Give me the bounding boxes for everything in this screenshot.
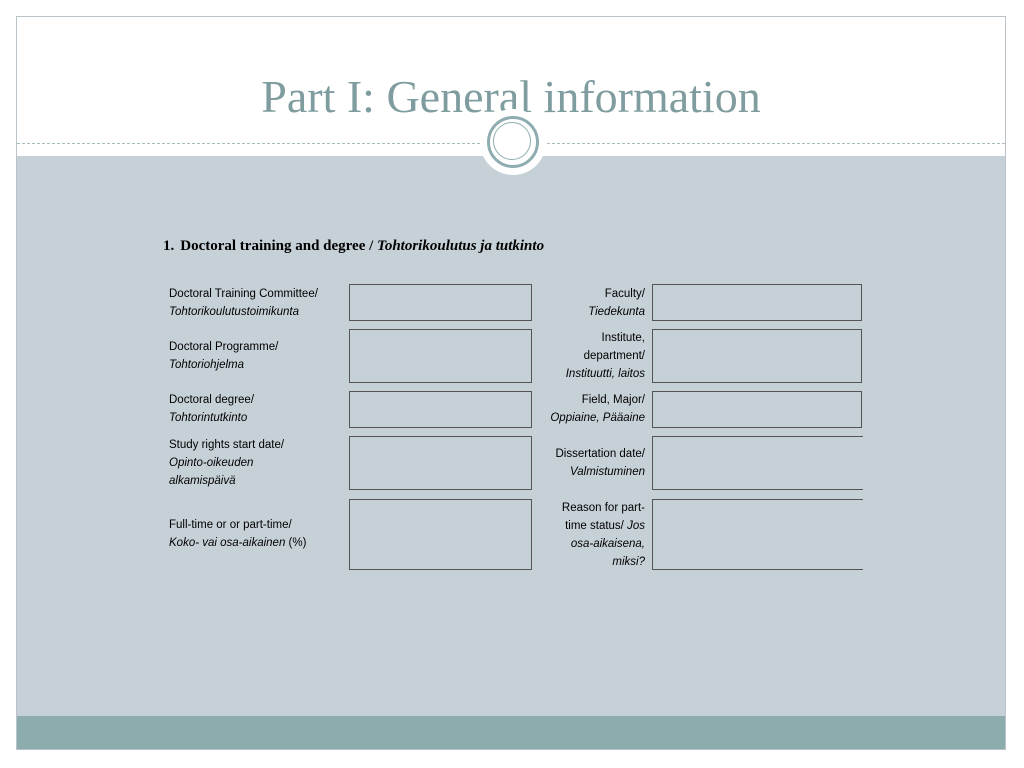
section-heading: 1. Doctoral training and degree / Tohtori… — [163, 238, 723, 255]
committee-field[interactable] — [349, 284, 532, 321]
dissertation-label: Dissertation date/ Valmistuminen — [555, 448, 646, 478]
study-rights-label: Study rights start date/ Opinto-oikeuden… — [169, 439, 285, 487]
committee-label: Doctoral Training Committee/ Tohtorikoul… — [169, 288, 318, 318]
faculty-field[interactable] — [652, 284, 862, 321]
field-major-field[interactable] — [652, 391, 862, 428]
institute-field[interactable] — [652, 329, 862, 383]
field-major-label: Field, Major/ Oppiaine, Pääaine — [550, 394, 645, 424]
study-rights-field[interactable] — [349, 436, 532, 490]
section-title-en: Doctoral training and degree — [180, 238, 366, 254]
dissertation-field[interactable] — [652, 436, 863, 490]
degree-label: Doctoral degree/ Tohtorintutkinto — [169, 394, 255, 424]
footer-band — [17, 716, 1005, 749]
slide: Part I: General information — [16, 16, 1006, 750]
institute-label: Institute, department/ Instituutti, lait… — [565, 332, 645, 380]
reason-label: Reason for part- time status/ Jos osa-ai… — [561, 502, 645, 568]
fulltime-label: Full-time or or part-time/ Koko- vai osa… — [169, 519, 307, 549]
programme-field[interactable] — [349, 329, 532, 383]
fulltime-field[interactable] — [349, 499, 532, 570]
section-title-fi: Tohtorikoulutus ja tutkinto — [377, 238, 545, 254]
faculty-label: Faculty/ Tiedekunta — [588, 288, 645, 318]
section-number: 1. — [163, 238, 175, 254]
programme-label: Doctoral Programme/ Tohtoriohjelma — [169, 341, 279, 371]
section-separator: / — [365, 238, 378, 254]
reason-field[interactable] — [652, 499, 863, 570]
divider-ring-inner — [493, 122, 531, 160]
degree-field[interactable] — [349, 391, 532, 428]
